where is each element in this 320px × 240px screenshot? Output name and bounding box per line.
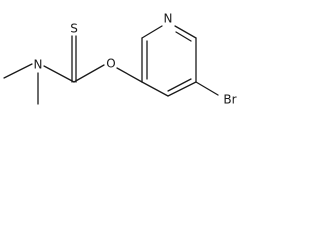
- bond-n-methyl-left: [3, 63, 33, 79]
- ring-bond-n1-c6: [174, 25, 197, 39]
- atom-labels: S N O N Br: [34, 12, 237, 107]
- molecule-structure: S N O N Br: [3, 12, 237, 107]
- atom-bromine: Br: [223, 93, 236, 107]
- structure-diagram: S N O N Br: [0, 0, 258, 132]
- atom-oxygen: O: [106, 57, 115, 71]
- bond-c-br: [195, 81, 219, 96]
- ring-bond-c2-n1: [141, 25, 163, 39]
- atom-sulfur: S: [70, 22, 78, 36]
- bond-c-n: [43, 65, 75, 83]
- atom-nitrogen-ring: N: [164, 12, 173, 26]
- bond-c-o: [73, 64, 105, 83]
- ring-bond-c4-c3: [141, 81, 169, 97]
- ring-bond-c5-c4: [167, 81, 197, 97]
- bonds: [3, 25, 219, 105]
- atom-nitrogen-amine: N: [34, 58, 43, 72]
- ring-bond-n1-c6-inner: [175, 31, 192, 42]
- ring-bond-c5-c4-inner: [167, 78, 192, 92]
- bond-o-ring: [116, 67, 143, 83]
